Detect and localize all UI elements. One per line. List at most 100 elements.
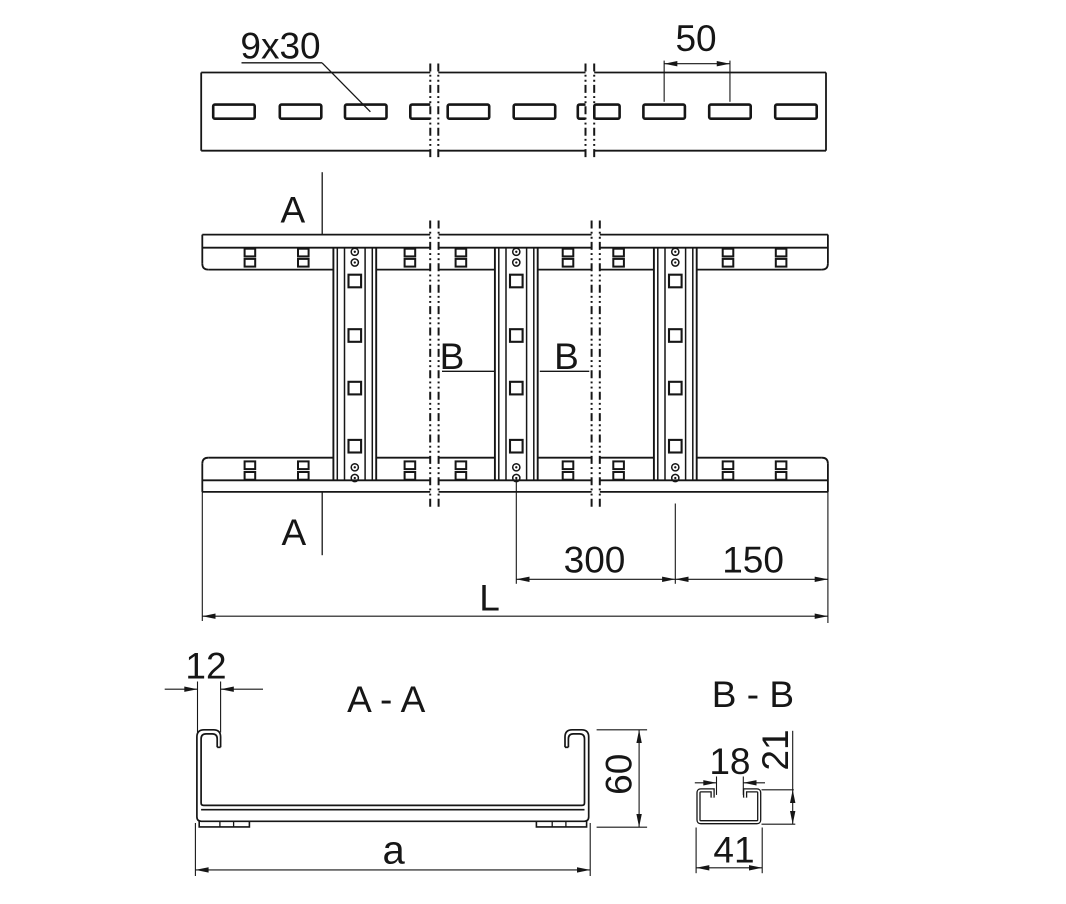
bb-profile-sheet: [696, 788, 762, 825]
flange-hole: [774, 247, 788, 258]
bb-profile-core: [697, 789, 761, 824]
aa-foot: [198, 821, 251, 828]
plan-flange-corner: [821, 263, 829, 271]
flange-hole: [454, 257, 468, 268]
plan-flange-corner: [201, 456, 209, 464]
section-bb-title: B - B: [712, 674, 794, 715]
plan-flange-corner: [821, 456, 829, 464]
rung-rivet: [670, 473, 680, 483]
dim-150-text: 150: [722, 540, 784, 581]
rung-rivet: [350, 473, 360, 483]
rung-rivet-dot: [515, 466, 518, 469]
flange-hole: [297, 247, 310, 258]
rung-rivet: [511, 462, 521, 472]
rung-rivet-dot: [674, 261, 677, 264]
dim-length-text: L: [479, 578, 500, 619]
flange-hole: [297, 257, 310, 268]
rung-hole: [667, 380, 683, 396]
rung-rivet: [511, 258, 521, 267]
section-a-label-top: A: [280, 189, 305, 230]
rung-rivet-dot: [353, 250, 356, 253]
dim-18-text: 18: [709, 741, 750, 782]
flange-hole: [243, 460, 257, 471]
rung-rivet-dot: [353, 466, 356, 469]
rung-rivet: [670, 462, 680, 472]
rung-rivet: [350, 258, 360, 267]
rung-hole: [667, 328, 683, 343]
rail-slot: [512, 103, 557, 120]
rung-rivet-dot: [674, 476, 677, 480]
rung-rivet-dot: [515, 261, 518, 264]
rail-slot: [707, 103, 753, 120]
rung-rivet: [511, 247, 521, 257]
flange-hole: [243, 257, 257, 268]
flange-hole: [612, 460, 625, 471]
rung-1: [332, 247, 378, 483]
flange-hole: [774, 471, 788, 481]
rung-hole: [508, 438, 524, 454]
flange-hole: [403, 460, 417, 471]
plan-flange-corner: [201, 263, 209, 271]
rung-hole: [347, 273, 363, 289]
flange-hole: [721, 257, 735, 268]
rung-rivet: [670, 247, 680, 257]
plan-view: A A B B 300 150 L: [201, 172, 829, 623]
rung-rivet-dot: [515, 250, 518, 253]
flange-hole: [297, 471, 310, 481]
dim-60-text: 60: [599, 754, 640, 795]
flange-hole: [612, 257, 625, 268]
flange-hole: [297, 460, 310, 471]
rung-rivet-dot: [674, 250, 677, 253]
flange-hole: [454, 247, 468, 258]
flange-hole: [403, 471, 417, 481]
dim-21-text: 21: [755, 729, 796, 770]
slot-label-leader: [321, 62, 371, 113]
flange-hole: [561, 247, 575, 258]
flange-hole: [612, 471, 625, 481]
rail-slot: [642, 103, 687, 120]
rail-slot: [211, 103, 256, 120]
rung-rivet: [670, 258, 680, 267]
rung-rivet-dot: [353, 261, 356, 264]
dim-a-text: a: [382, 829, 405, 873]
rail-slot-partial: [576, 103, 586, 120]
dim-12-text: 12: [185, 646, 226, 687]
rail-slot-partial: [592, 103, 621, 120]
dim-300-text: 300: [564, 540, 626, 581]
flange-hole: [721, 471, 735, 481]
flange-hole: [774, 460, 788, 471]
flange-hole: [721, 247, 735, 258]
flange-hole: [403, 257, 417, 268]
rung-hole: [347, 438, 363, 454]
section-b-label-left: B: [440, 336, 465, 377]
flange-hole: [612, 247, 625, 258]
rail-slot: [773, 103, 819, 120]
rung-2: [493, 247, 539, 483]
section-a-label-bottom: A: [281, 512, 306, 553]
section-aa: A - A 12 60 a: [164, 646, 648, 876]
flange-hole: [243, 247, 257, 258]
section-bb: B - B 18 21 41: [694, 674, 796, 874]
flange-hole: [454, 460, 468, 471]
rung-rivet: [350, 247, 360, 257]
rung-rivet: [350, 462, 360, 472]
rung-hole: [667, 273, 683, 289]
rung-hole: [508, 380, 524, 396]
pitch-dim-text: 50: [675, 18, 716, 59]
flange-hole: [561, 471, 575, 481]
aa-profile-outer: [196, 728, 590, 823]
rail-slot-partial: [409, 103, 431, 120]
flange-hole: [774, 257, 788, 268]
section-b-label-right: B: [554, 336, 579, 377]
flange-hole: [721, 460, 735, 471]
flange-hole: [243, 471, 257, 481]
flange-hole: [561, 460, 575, 471]
rung-hole: [347, 380, 363, 396]
aa-profile-inner: [200, 733, 586, 807]
flange-hole: [403, 247, 417, 258]
dim-41-text: 41: [713, 829, 754, 870]
aa-foot: [535, 821, 588, 828]
rung-rivet-dot: [353, 476, 356, 480]
